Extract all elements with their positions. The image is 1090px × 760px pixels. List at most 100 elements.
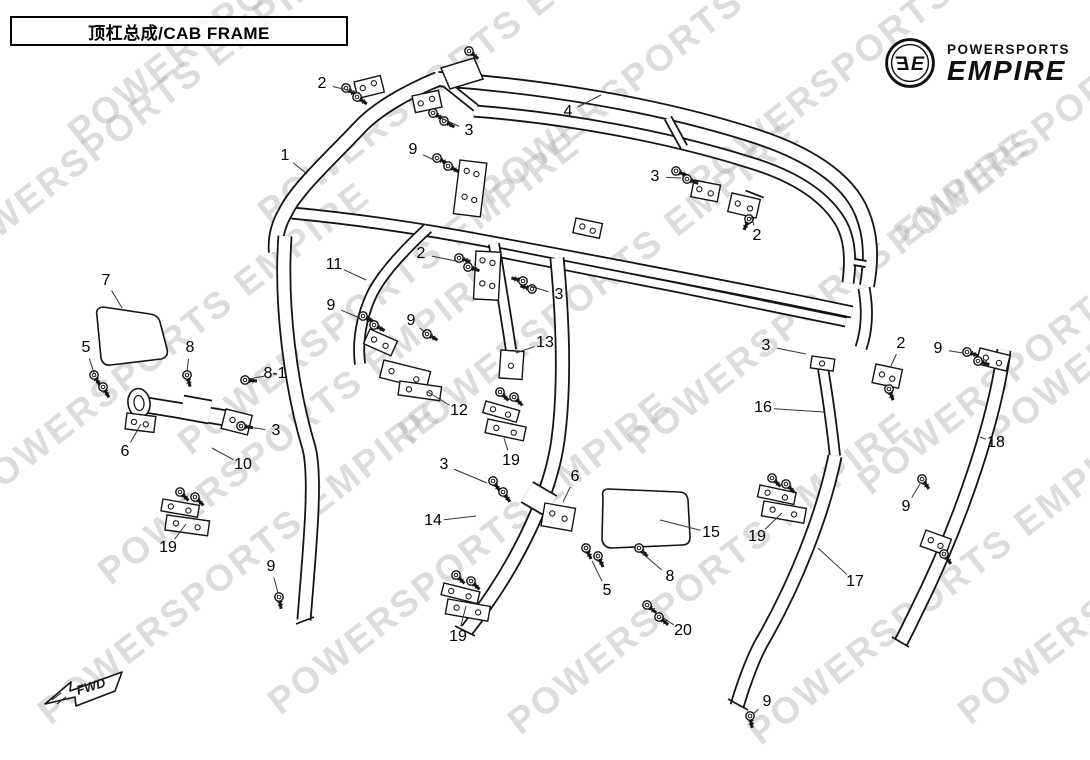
bracket-plate xyxy=(809,355,836,372)
leader-line xyxy=(247,426,266,430)
bolt-glyph xyxy=(190,492,205,507)
leader-line xyxy=(979,436,986,440)
logo-inner-ring xyxy=(890,43,930,83)
bolt-glyph xyxy=(488,476,502,492)
bracket-plate xyxy=(498,349,525,381)
leader-line xyxy=(948,350,964,354)
frame-tube-inner xyxy=(817,361,840,457)
bolt-glyph xyxy=(439,116,456,129)
leader-line xyxy=(130,423,142,443)
leader-line xyxy=(343,269,367,281)
bolt-glyph xyxy=(182,370,192,387)
tube-end-cut xyxy=(295,616,315,625)
leader-line xyxy=(562,486,571,503)
bolt-glyph xyxy=(520,284,537,294)
leader-line xyxy=(752,708,759,715)
bolt-glyph xyxy=(581,543,593,560)
leader-line xyxy=(248,375,265,380)
bolt-glyph xyxy=(973,356,990,367)
bolt-glyph xyxy=(498,487,512,503)
leader-line xyxy=(332,86,361,94)
leader-line xyxy=(186,358,190,372)
bolt-glyph xyxy=(274,592,284,610)
bolt-glyph xyxy=(463,262,480,273)
frame-tube-inner xyxy=(437,72,877,288)
bolt-glyph xyxy=(634,543,649,558)
bracket-plate xyxy=(472,250,502,301)
mount-panel xyxy=(95,306,169,366)
leader-line xyxy=(515,346,535,354)
tube-end-cut xyxy=(891,636,910,648)
frame-tube-inner xyxy=(853,259,867,267)
leader-line xyxy=(890,353,897,367)
bracket-plate xyxy=(689,179,722,203)
leader-line xyxy=(659,519,701,531)
bolt-glyph xyxy=(682,174,699,185)
bracket-plate xyxy=(411,89,443,114)
bolt-glyph xyxy=(642,600,658,614)
bracket-plate xyxy=(160,498,201,519)
roof-end-plate xyxy=(439,57,485,90)
leader-line xyxy=(419,327,427,334)
bolt-glyph xyxy=(240,375,258,385)
frame-tube-inner xyxy=(856,287,872,350)
leader-line xyxy=(773,408,825,413)
fwd-hatch-line xyxy=(56,696,67,705)
empire-logo-icon: E E xyxy=(885,38,935,88)
bracket-plate xyxy=(756,484,798,506)
bolt-glyph xyxy=(443,161,460,173)
bracket-plate xyxy=(452,159,488,218)
leader-line xyxy=(529,285,549,293)
bolt-glyph xyxy=(352,92,368,106)
bolt-glyph xyxy=(369,320,386,332)
bolt-glyph xyxy=(742,214,754,231)
leader-line xyxy=(503,437,509,451)
bolt-glyph xyxy=(593,551,605,568)
leader-line xyxy=(764,512,783,530)
bolt-glyph xyxy=(422,329,439,342)
frame-details-group xyxy=(89,46,1011,729)
bracket-plate xyxy=(397,380,443,402)
bracket-plate xyxy=(871,363,904,390)
frame-tubes-group xyxy=(138,71,1012,709)
frame-tube-inner xyxy=(491,237,853,317)
frame-tube-inner xyxy=(731,454,841,708)
leader-line xyxy=(427,391,450,406)
brand-logo-text: POWERSPORTS EMPIRE xyxy=(947,42,1070,85)
frame-tube-inner xyxy=(180,396,212,423)
leader-line xyxy=(750,214,755,226)
brand-name-top: POWERSPORTS xyxy=(946,41,1070,57)
leader-line xyxy=(211,447,234,461)
bolt-glyph xyxy=(767,473,782,488)
bolt-glyph xyxy=(464,46,480,60)
leader-line xyxy=(817,547,848,575)
frame-tube-inner xyxy=(291,208,493,247)
page-title: 顶杠总成/CAB FRAME xyxy=(88,23,270,43)
leader-lines-group xyxy=(88,86,986,715)
frame-tube-inner xyxy=(665,116,687,149)
logo-monogram-left: E xyxy=(895,53,909,75)
leader-line xyxy=(443,515,477,521)
leader-line xyxy=(776,347,807,355)
frame-tube-inner xyxy=(473,106,855,284)
leader-line xyxy=(431,255,457,262)
fwd-direction-indicator: FWD xyxy=(44,671,123,707)
bolt-glyph xyxy=(654,612,670,626)
frame-tube xyxy=(461,257,571,635)
bolt-glyph xyxy=(745,711,755,729)
bolt-glyph xyxy=(781,479,796,494)
leader-line xyxy=(340,309,361,319)
brand-name-bottom: EMPIRE xyxy=(946,54,1067,86)
leader-line xyxy=(111,290,123,309)
frame-tube-inner xyxy=(278,235,319,621)
bolt-glyph xyxy=(939,549,953,565)
title-box: 顶杠总成/CAB FRAME xyxy=(10,16,348,46)
bracket-plate xyxy=(481,400,521,424)
bolt-glyph xyxy=(884,384,895,401)
bracket-plate xyxy=(124,412,157,434)
bracket-plate xyxy=(572,217,604,240)
bolt-glyph xyxy=(509,392,524,407)
bolt-glyph xyxy=(511,276,528,286)
leader-line xyxy=(577,94,602,108)
